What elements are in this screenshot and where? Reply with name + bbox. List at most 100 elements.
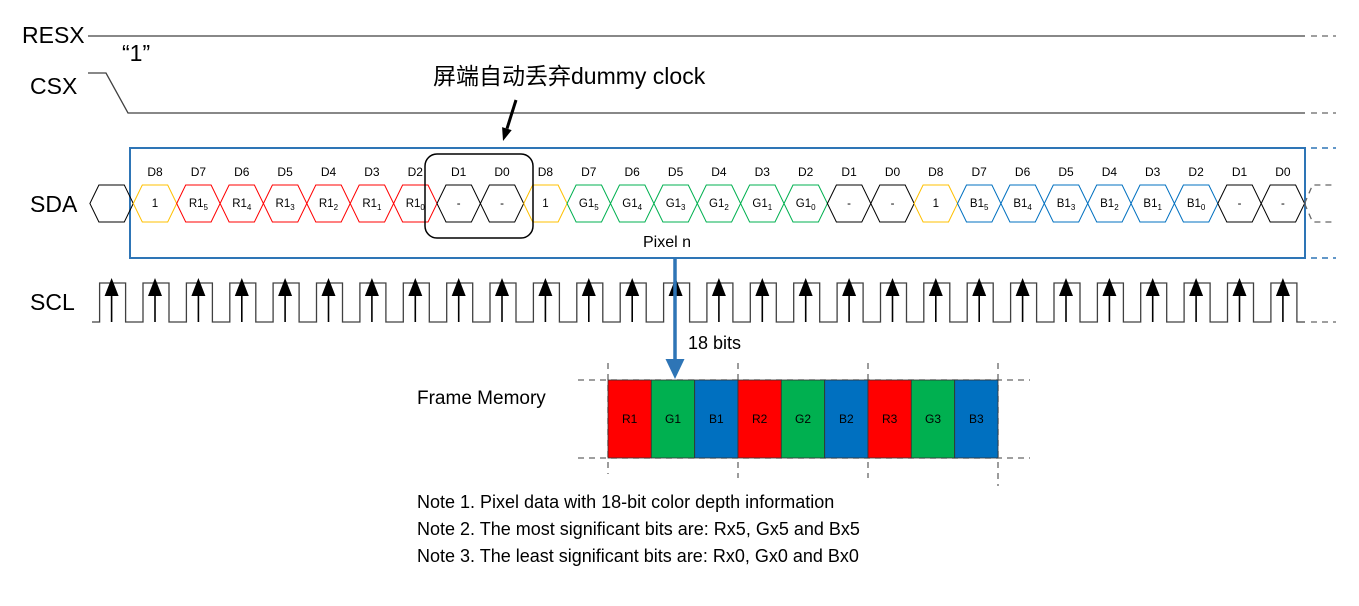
sda-bit-value-main: R1: [362, 198, 377, 210]
note-1: Note 1. Pixel data with 18-bit color dep…: [417, 492, 834, 512]
scl-rising-edge-arrow: [711, 278, 726, 322]
scl-arrow-head: [148, 278, 162, 296]
sda-bit-value: B11: [1143, 198, 1162, 212]
sda-bit-cell: D1-: [826, 165, 872, 223]
scl-arrow-head: [364, 278, 379, 296]
sda-bit-cell: D81: [132, 165, 178, 223]
scl-waveform: [92, 282, 1305, 323]
scl-rising-edge-arrow: [798, 278, 813, 322]
scl-clock: [92, 278, 1305, 323]
scl-arrow-head: [1232, 278, 1247, 296]
sda-bit-value: B13: [1057, 198, 1076, 212]
frame-memory-cell-fill: [650, 379, 695, 459]
sda-bit-label: D4: [711, 165, 727, 179]
sda-bit-value: -: [1281, 198, 1285, 210]
sda-bit-value-subscript: 5: [984, 203, 989, 212]
sda-bus: D81D7R15D6R14D5R13D4R12D3R11D2R10D1-D0-D…: [89, 165, 1336, 223]
sda-bit-value: G10: [796, 198, 816, 212]
sda-bit-label: D3: [1145, 165, 1161, 179]
frame-memory-cell: R3: [867, 379, 912, 459]
sda-bit-label: D7: [972, 165, 988, 179]
csx-level-label: “1”: [122, 40, 150, 66]
sda-bit-value-subscript: 3: [681, 203, 686, 212]
sda-bit-label: D6: [234, 165, 250, 179]
scl-arrow-head: [104, 278, 119, 296]
scl-rising-edge-arrow: [321, 278, 336, 322]
scl-rising-edge-arrow: [1189, 278, 1204, 322]
sda-bit-value: -: [891, 198, 895, 210]
sda-bit-label: D3: [755, 165, 771, 179]
sda-bit-value: R14: [232, 198, 252, 212]
sda-bit-value-main: 1: [542, 198, 548, 210]
scl-arrow-head: [408, 278, 423, 296]
pixel-label: Pixel n: [643, 234, 691, 251]
scl-arrow-head: [451, 278, 466, 296]
frame-memory-cell-fill: [607, 379, 652, 459]
sda-bit-value: 1: [933, 198, 939, 210]
scl-rising-edge-arrow: [364, 278, 379, 322]
frame-memory-label: Frame Memory: [417, 388, 546, 409]
frame-memory-cell-label: B2: [839, 412, 854, 426]
sda-bit-label: D5: [277, 165, 293, 179]
scl-rising-edge-arrow: [451, 278, 466, 322]
sda-bit-value-subscript: 4: [638, 203, 643, 212]
sda-top-continuation: [1303, 184, 1336, 204]
sda-bit-value: R12: [319, 198, 339, 212]
sda-bit-value-main: 1: [152, 198, 158, 210]
sda-bit-value: 1: [152, 198, 158, 210]
frame-memory-cell: G2: [780, 379, 825, 459]
scl-arrow-head: [1189, 278, 1204, 296]
scl-rising-edge-arrow: [581, 278, 596, 322]
sda-bit-value-main: B1: [1143, 198, 1157, 210]
sda-bit-label: D7: [191, 165, 207, 179]
sda-bit-value-main: B1: [1187, 198, 1201, 210]
sda-bit-value: 1: [542, 198, 548, 210]
frame-memory-cell-label: G2: [795, 412, 811, 426]
dummy-bits-highlight: [424, 153, 534, 239]
sda-bit-value-main: R1: [189, 198, 204, 210]
sda-bit-label: D0: [1275, 165, 1291, 179]
sda-bit-value-main: G1: [579, 198, 594, 210]
scl-rising-edge-arrow: [495, 278, 509, 322]
frame-memory-cell: R2: [737, 379, 782, 459]
sda-bit-value-main: G1: [796, 198, 811, 210]
sda-label: SDA: [30, 191, 78, 217]
sda-bit-value: G12: [709, 198, 729, 212]
scl-rising-edge-arrow: [1015, 278, 1030, 322]
sda-bit-label: D8: [538, 165, 554, 179]
scl-arrow-head: [495, 278, 509, 296]
annotation-arrow-shaft: [505, 99, 518, 130]
scl-rising-edge-arrow: [278, 278, 293, 322]
scl-label: SCL: [30, 289, 75, 315]
scl-rising-edge-arrow: [1145, 278, 1160, 322]
scl-rising-edge-arrow: [104, 278, 119, 322]
frame-memory-cell-fill: [694, 379, 739, 459]
scl-rising-edge-arrow: [928, 278, 943, 322]
scl-arrow-head: [755, 278, 770, 296]
scl-arrow-head: [1059, 278, 1073, 296]
sda-bit-cell: D0 -: [1260, 165, 1306, 223]
sda-bit-value-subscript: 3: [290, 203, 295, 212]
sda-bit-label: D0: [494, 165, 510, 179]
sda-bit-value-main: B1: [1013, 198, 1027, 210]
scl-arrow-head: [798, 278, 813, 296]
sda-bit-value-main: R1: [276, 198, 291, 210]
scl-rising-edge-arrow: [234, 278, 249, 322]
sda-bit-value-main: -: [1281, 198, 1285, 210]
dummy-clock-annotation: 屏端自动丢弃dummy clock: [433, 63, 706, 89]
transfer-arrow: [665, 258, 685, 379]
sda-bit-value-main: B1: [1057, 198, 1071, 210]
sda-bit-value-main: G1: [709, 198, 724, 210]
sda-bit-label: D1: [451, 165, 467, 179]
sda-bit-value-main: R1: [232, 198, 247, 210]
sda-bit-label: D2: [1188, 165, 1204, 179]
